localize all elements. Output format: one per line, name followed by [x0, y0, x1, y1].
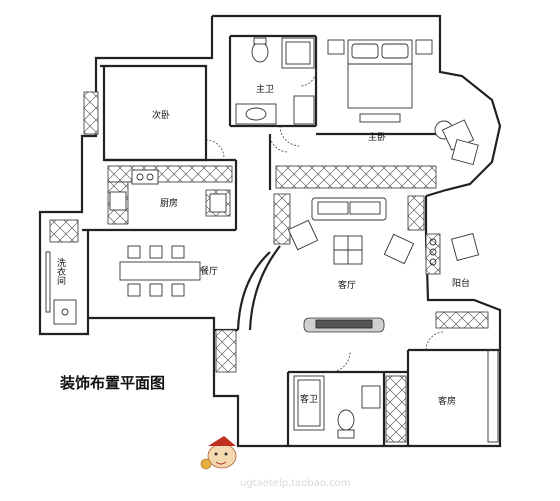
second-bedroom: [83, 91, 225, 159]
label-kitchen: 厨房: [160, 197, 178, 209]
label-master-bath: 主卫: [256, 83, 274, 95]
label-living-room: 客厅: [338, 279, 356, 291]
laundry-fixtures: [45, 219, 79, 325]
balcony-furniture: [425, 232, 489, 329]
kitchen-fixtures: [107, 165, 233, 225]
dining-furniture: [119, 245, 237, 373]
label-dining-room: 餐厅: [200, 265, 218, 277]
watermark-mascot: [200, 436, 237, 470]
label-guest-room: 客房: [438, 395, 456, 407]
interior-walls: [82, 34, 500, 446]
label-laundry: 洗衣间: [55, 257, 66, 286]
guest-bath-fixtures: [293, 351, 381, 439]
master-bath-fixtures: [235, 37, 317, 147]
room-labels: 次卧 主卫 主卧 厨房 餐厅 客厅 阳台 客卫 客房 洗衣间: [55, 83, 470, 407]
label-master-bedroom: 主卧: [368, 131, 386, 143]
master-bedroom-furniture: [269, 39, 479, 189]
living-room-furniture: [273, 193, 425, 333]
plan-title: 装饰布置平面图: [59, 374, 165, 392]
guest-room-fixtures: [385, 331, 499, 443]
label-balcony: 阳台: [452, 277, 470, 289]
watermark-text: ugtaetelp.taobao.com: [240, 478, 350, 489]
label-guest-bath: 客卫: [300, 393, 318, 405]
label-second-bedroom: 次卧: [152, 109, 170, 121]
